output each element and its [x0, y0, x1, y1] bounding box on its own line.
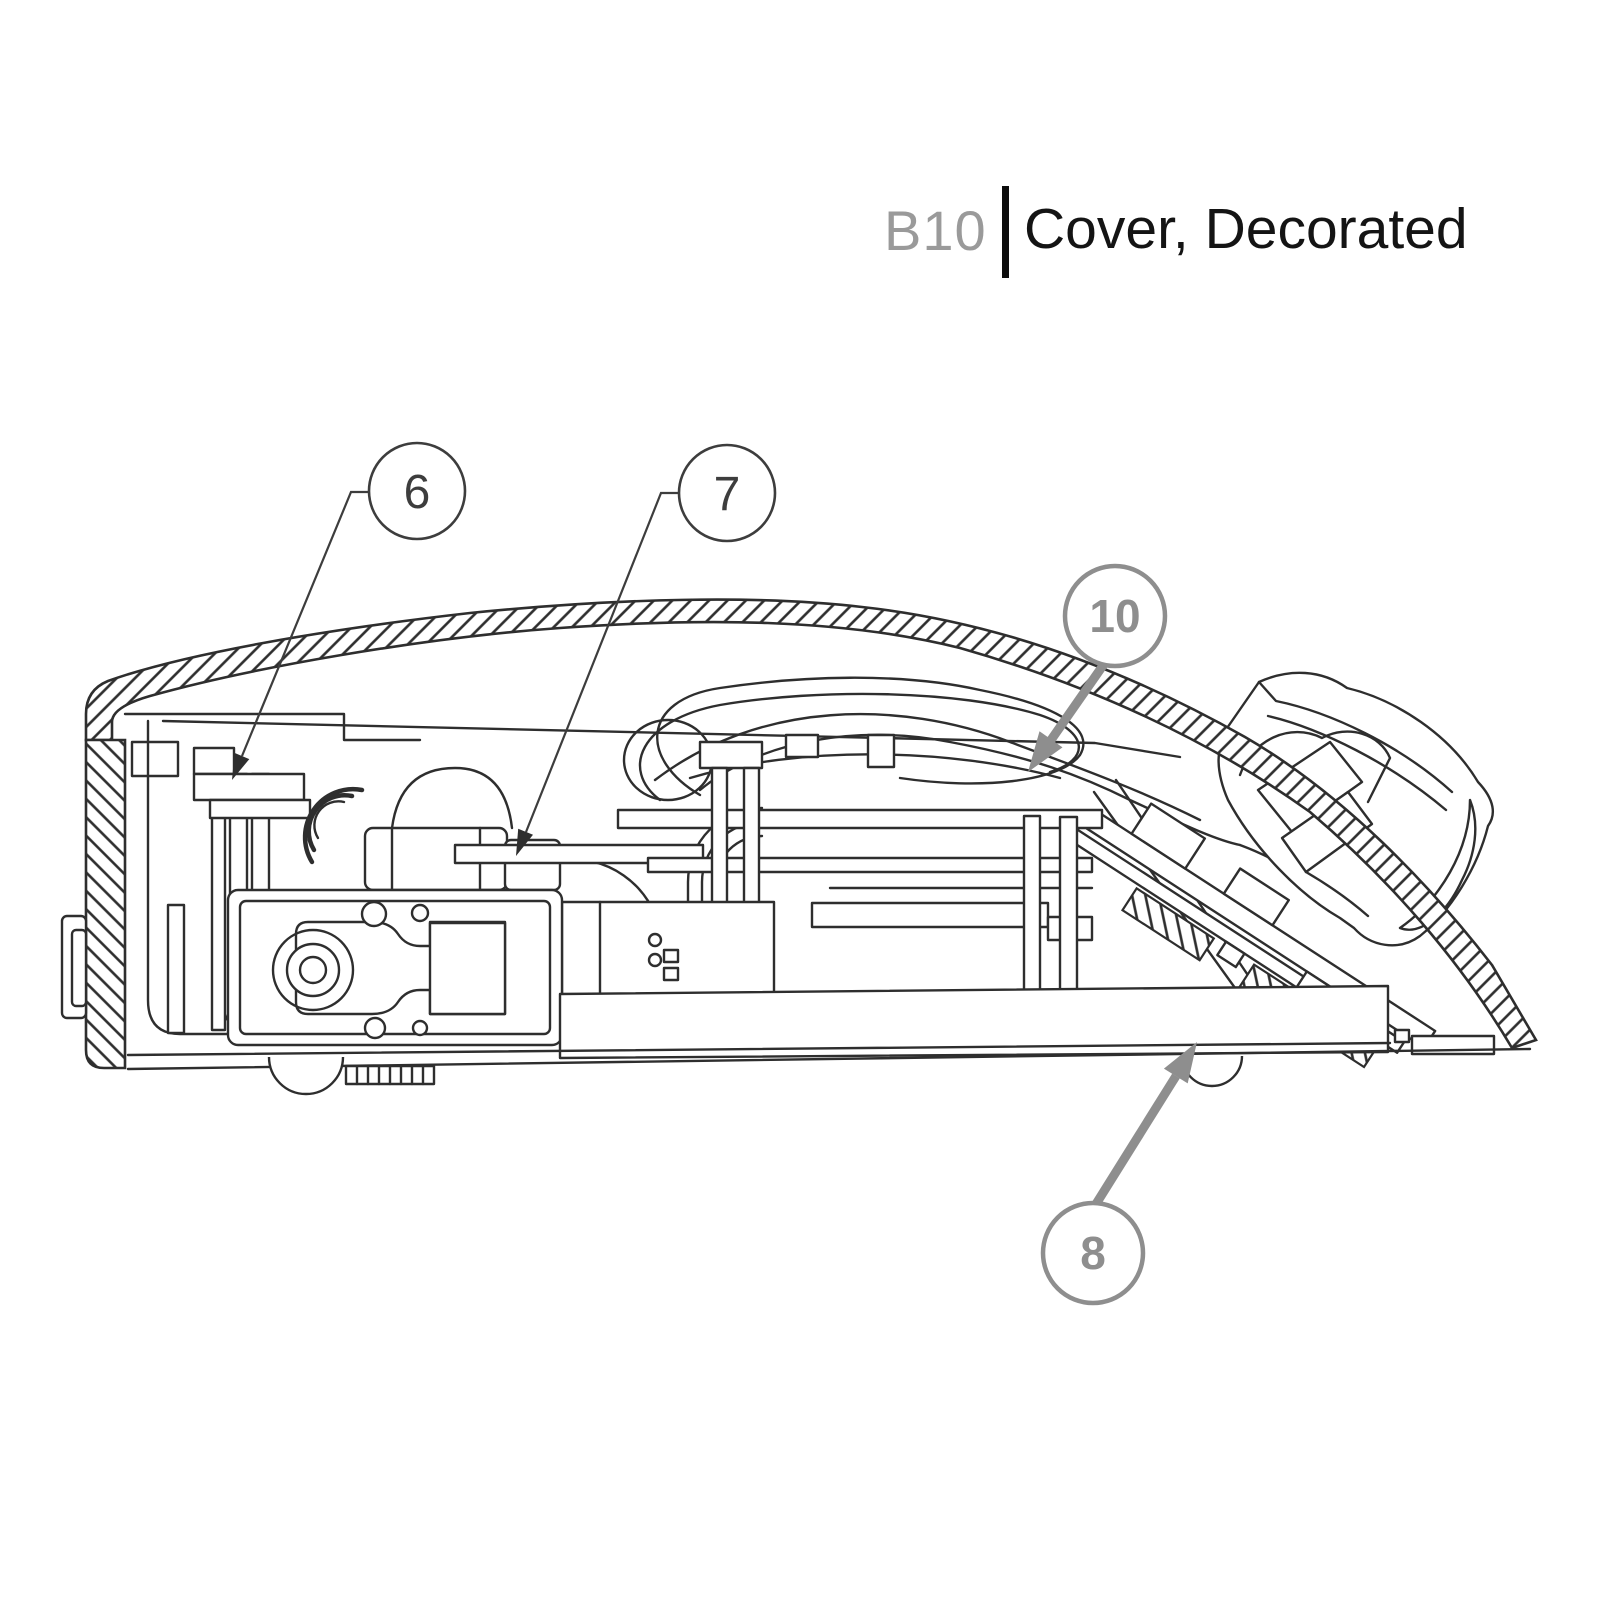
callout-10: 10: [1028, 563, 1168, 772]
leader-arrowhead-6: [232, 752, 250, 780]
leader-arrowhead-10: [1028, 731, 1063, 772]
leader-arrowhead-8: [1163, 1042, 1197, 1084]
header-divider: [1002, 186, 1009, 278]
leader-arrowhead-7: [516, 828, 533, 856]
callout-label-6: 6: [404, 466, 431, 519]
callout-7: 7: [516, 443, 777, 856]
page-title: Cover, Decorated: [1024, 197, 1468, 261]
rubber-feet: [267, 1055, 1244, 1096]
cover-left-wall: [84, 738, 127, 1070]
callout-6: 6: [232, 441, 467, 780]
cover-top-band: [84, 598, 1538, 1050]
section-code: B10: [884, 199, 987, 262]
callout-8: 8: [1040, 1042, 1197, 1306]
left-connector-tab-inner: [70, 928, 88, 1008]
callout-bubble-6: [367, 441, 467, 541]
callout-label-7: 7: [714, 468, 741, 521]
callout-bubble-8: [1040, 1200, 1146, 1306]
rear-knob: [1217, 671, 1495, 947]
switch-bracket-part6: [192, 746, 562, 1032]
callout-label-10: 10: [1089, 590, 1140, 642]
cover-shell-section: [60, 598, 1538, 1070]
callout-bubble-10: [1062, 563, 1168, 669]
callout-bubble-7: [677, 443, 777, 543]
inner-shell: [123, 712, 1182, 1036]
callout-label-8: 8: [1080, 1227, 1106, 1279]
gearbox-part7: [226, 888, 564, 1047]
